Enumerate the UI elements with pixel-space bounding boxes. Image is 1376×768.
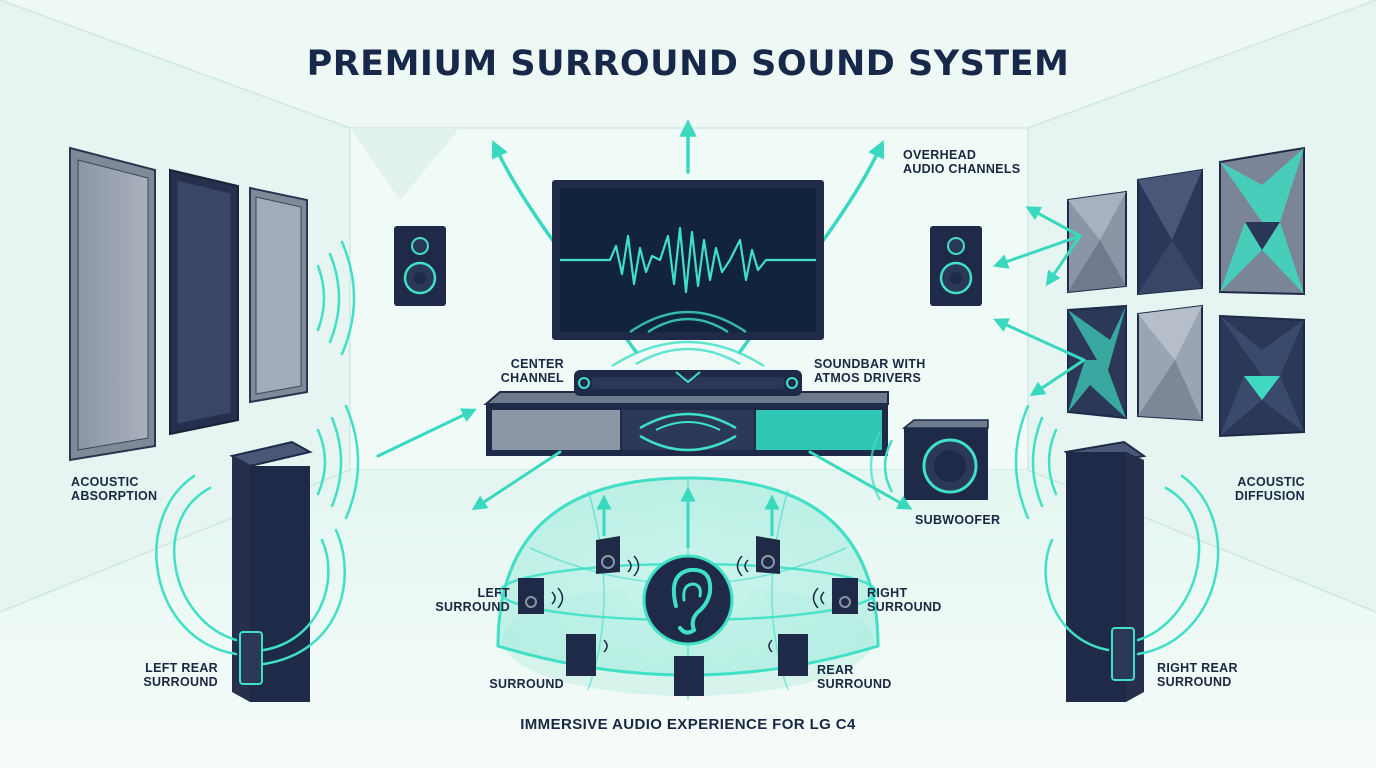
diffuser-panel-icon (1219, 146, 1305, 296)
arrow-icon (1029, 358, 1086, 397)
label-line: ACOUSTIC (71, 475, 139, 489)
acoustic-panel-icon (69, 146, 156, 462)
label-line: OVERHEAD (903, 148, 977, 162)
listening-dome (496, 476, 880, 700)
speaker-icon (778, 634, 808, 676)
label-right-surround: RIGHT SURROUND (867, 586, 942, 614)
speaker-icon (756, 536, 780, 574)
label-line: AUDIO CHANNELS (903, 162, 1021, 176)
ear-icon (642, 554, 734, 646)
diffuser-panel-icon (1137, 304, 1203, 422)
label-line: SURROUND (1157, 675, 1232, 689)
label-subwoofer: SUBWOOFER (915, 513, 1000, 527)
arrow-icon (992, 234, 1082, 269)
acoustic-panel-icon (169, 168, 239, 436)
tv-icon (552, 180, 824, 340)
label-line: LEFT (477, 586, 510, 600)
label-line: SURROUND (489, 677, 564, 691)
diffuser-panel-icon (1137, 168, 1203, 296)
speaker-icon (518, 578, 544, 614)
label-left-rear-surround: LEFT REAR SURROUND (120, 661, 218, 689)
label-line: SOUNDBAR WITH (814, 357, 926, 371)
label-line: ATMOS DRIVERS (814, 371, 922, 385)
label-line: SURROUND (143, 675, 218, 689)
sound-waves (316, 240, 1058, 520)
speaker-icon-front-right (930, 226, 982, 306)
arrow-icon (1045, 234, 1082, 287)
speaker-icon (674, 656, 704, 696)
label-soundbar: SOUNDBAR WITH ATMOS DRIVERS (814, 357, 926, 385)
tower-speaker-left (155, 440, 346, 702)
label-left-surround: LEFT SURROUND (420, 586, 510, 614)
diffuser-panel-icon (1067, 304, 1127, 420)
diagram-subtitle: IMMERSIVE AUDIO EXPERIENCE FOR LG C4 (520, 716, 856, 733)
acoustic-diffusion-panels (1067, 146, 1305, 438)
speaker-icon (832, 578, 858, 614)
soundbar-icon (574, 340, 802, 396)
arrow-icon (993, 318, 1086, 362)
label-rear-surround: REAR SURROUND (817, 663, 892, 691)
label-right-rear-surround: RIGHT REAR SURROUND (1157, 661, 1238, 689)
reflection-arrows (376, 206, 1086, 511)
label-line: CHANNEL (500, 371, 564, 385)
label-line: SURROUND (867, 600, 942, 614)
arrow-icon (1025, 206, 1082, 238)
label-line: REAR (817, 663, 854, 677)
arrow-icon (471, 450, 562, 511)
label-line: DIFFUSION (1234, 489, 1305, 503)
label-overhead-audio-channels: OVERHEAD AUDIO CHANNELS (903, 148, 1020, 176)
label-line: SURROUND (817, 677, 892, 691)
label-acoustic-diffusion: ACOUSTIC DIFFUSION (1200, 475, 1305, 503)
label-line: RIGHT (867, 586, 908, 600)
diffuser-panel-icon (1067, 190, 1127, 294)
acoustic-absorption-panels (69, 146, 308, 462)
diagram-title: PREMIUM SURROUND SOUND SYSTEM (306, 44, 1070, 84)
label-line: SURROUND (435, 600, 510, 614)
speaker-icon (596, 536, 620, 574)
subwoofer-icon (869, 419, 989, 501)
label-center-channel: CENTER CHANNEL (476, 357, 564, 385)
label-line: LEFT REAR (145, 661, 218, 675)
label-surround: SURROUND (470, 677, 564, 691)
speaker-icon (566, 634, 596, 676)
arrow-icon (808, 450, 913, 510)
acoustic-panel-icon (249, 186, 308, 404)
label-line: SUBWOOFER (915, 513, 1001, 527)
diffuser-panel-icon (1219, 314, 1305, 438)
label-line: ABSORPTION (71, 489, 158, 503)
speaker-icon-front-left (394, 226, 446, 306)
label-line: RIGHT REAR (1157, 661, 1238, 675)
arrow-icon (376, 408, 477, 458)
label-acoustic-absorption: ACOUSTIC ABSORPTION (71, 475, 157, 503)
label-line: CENTER (510, 357, 564, 371)
label-line: ACOUSTIC (1237, 475, 1305, 489)
tower-speaker-right (1044, 440, 1220, 702)
media-console (483, 391, 889, 456)
